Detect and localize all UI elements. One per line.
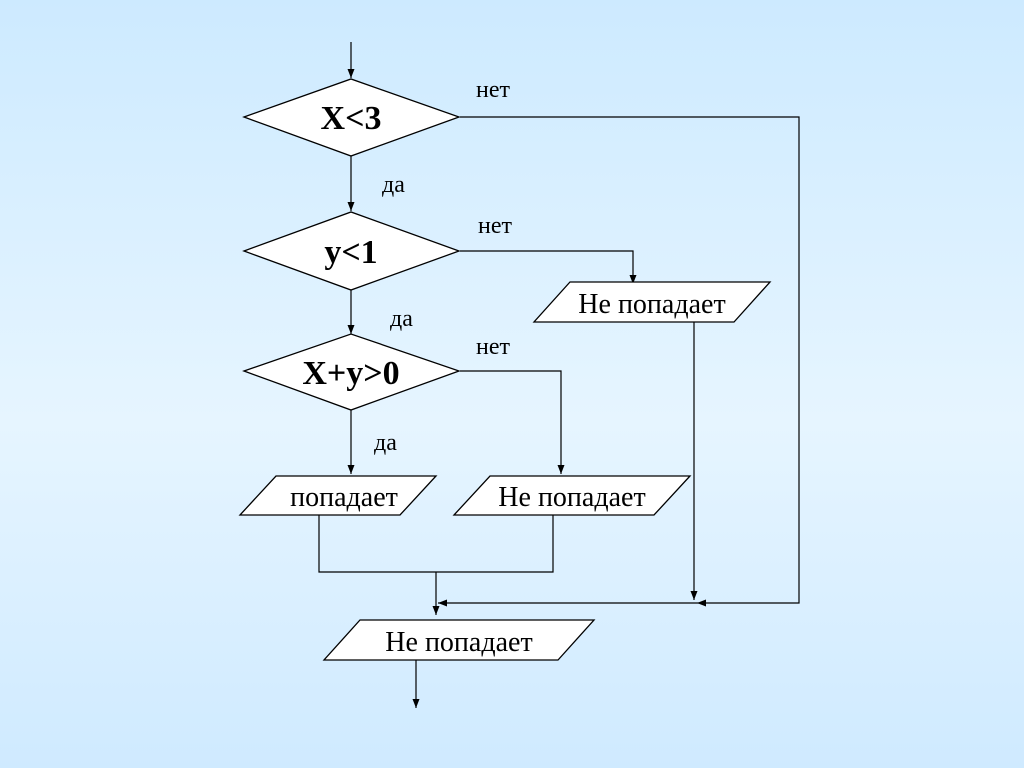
decision-x-plus-y-greater-0: X+y>0 xyxy=(242,333,461,411)
c3-no-arrow xyxy=(460,370,565,474)
c2-no-label: нет xyxy=(478,213,512,239)
c1-yes-label: да xyxy=(382,172,405,198)
decision-y-less-1: y<1 xyxy=(242,211,461,291)
c2-no-arrow xyxy=(460,250,637,284)
decision-x-plus-y-greater-0-label: X+y>0 xyxy=(302,355,399,392)
c1-no-label: нет xyxy=(476,77,510,103)
output-bottom: Не попадает xyxy=(322,619,596,661)
c3-yes-label: да xyxy=(374,430,397,456)
output-bottom-label: Не попадает xyxy=(385,627,532,658)
decision-x-less-3: X<3 xyxy=(242,78,461,157)
c1-no-line xyxy=(460,116,800,607)
output-left-label: попадает xyxy=(290,482,398,513)
decision-y-less-1-label: y<1 xyxy=(324,234,377,271)
output-right-top: Не попадает xyxy=(532,281,772,323)
c2-yes-label: да xyxy=(390,306,413,332)
output-left: попадает xyxy=(238,475,438,516)
output-middle-label: Не попадает xyxy=(498,482,645,513)
merge-line xyxy=(318,515,554,573)
output-right-top-label: Не попадает xyxy=(578,289,725,320)
output-middle: Не попадает xyxy=(452,475,692,516)
decision-x-less-3-label: X<3 xyxy=(321,100,382,137)
c3-no-label: нет xyxy=(476,334,510,360)
